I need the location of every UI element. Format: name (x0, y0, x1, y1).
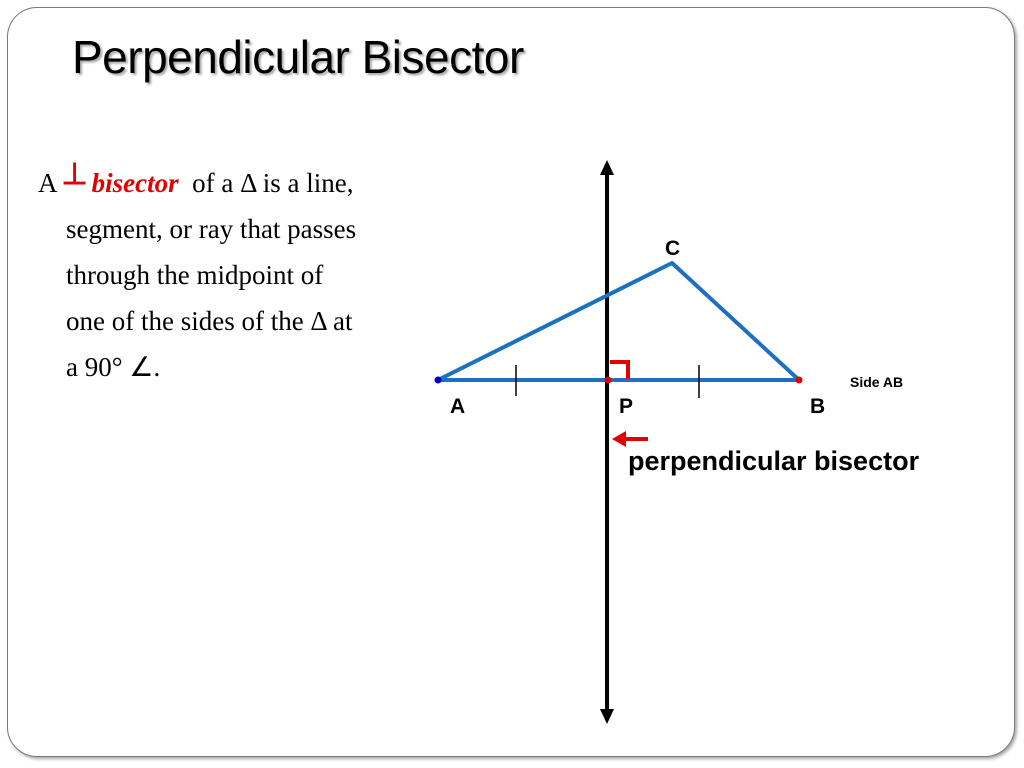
definition-text: A⊥bisector of a Δ is a line, segment, or… (38, 158, 458, 390)
vertex-b-label: B (810, 395, 825, 418)
right-angle-mark (610, 360, 630, 379)
bisector-pointer-head (612, 431, 626, 447)
definition-lead: A (38, 168, 58, 198)
bisector-label: perpendicular bisector (628, 446, 920, 476)
slide-title: Perpendicular Bisector (72, 31, 524, 83)
vertex-c-label: C (665, 237, 680, 260)
perpendicular-symbol: ⊥ (61, 158, 88, 191)
point-p (604, 376, 612, 384)
definition-term: bisector (91, 168, 179, 198)
definition-line-1: A⊥bisector of a Δ is a line, (38, 158, 458, 206)
midpoint-p-label: P (619, 395, 633, 418)
point-b (795, 376, 803, 384)
side-ab-label: Side AB (850, 374, 903, 390)
bisector-arrow-bottom (600, 709, 614, 724)
definition-line-4: one of the sides of the Δ at (66, 306, 353, 336)
definition-line-2: segment, or ray that passes (66, 214, 357, 244)
definition-line-5: a 90° ∠. (66, 352, 161, 382)
definition-line-3: through the midpoint of (66, 260, 324, 290)
definition-line1-rest: of a Δ is a line, (192, 168, 354, 198)
point-a (434, 376, 442, 384)
vertex-a-label: A (450, 395, 465, 418)
bisector-arrow-top (600, 160, 614, 175)
triangle-outline (437, 261, 801, 382)
